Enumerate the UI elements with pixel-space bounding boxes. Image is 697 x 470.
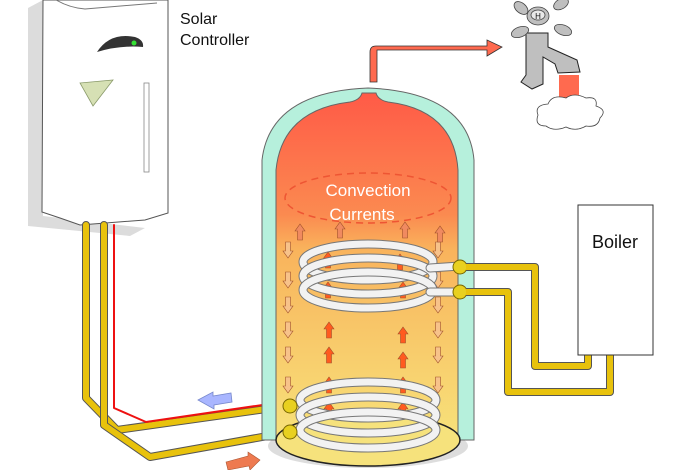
convection-label-1: Convection: [325, 181, 410, 200]
sinking-arrow: [282, 271, 294, 289]
hot-water-outlet-arrow: [369, 39, 503, 83]
display-icon: [97, 36, 144, 52]
controller-body: [41, 0, 169, 226]
lower-coil-inlet-fitting: [282, 398, 298, 414]
sinking-arrow: [282, 346, 294, 364]
solar-flow-pipe-outline: [82, 221, 292, 434]
convection-zone: [284, 172, 452, 224]
tap-foam: [536, 94, 604, 130]
sinking-arrow: [282, 241, 294, 259]
boiler: Boiler: [577, 204, 654, 356]
controller-shadow: [28, 0, 145, 236]
rising-arrow: [323, 346, 335, 364]
hot-water-tap[interactable]: H: [510, 0, 604, 130]
sinking-arrow: [432, 346, 444, 364]
tap-hot-mark: H: [535, 12, 541, 21]
cold-feed-arrow: [225, 451, 261, 470]
sensor-cable: [113, 224, 277, 423]
solar-controller-label-1: Solar: [180, 11, 218, 28]
convection-arrow: [399, 221, 411, 239]
down-button-icon[interactable]: [79, 79, 114, 107]
boiler-label: Boiler: [592, 232, 638, 252]
lower-solar-coil: [295, 377, 441, 453]
sinking-arrow: [432, 296, 444, 314]
rising-arrow: [323, 321, 335, 339]
upper-boiler-coil: [298, 239, 465, 313]
rising-arrow: [397, 326, 409, 344]
sinking-arrow: [282, 376, 294, 394]
solar-return-pipe: [101, 222, 293, 460]
upper-coil-inlet-fitting: [452, 259, 468, 275]
tank-water: [275, 92, 459, 441]
sinking-arrow: [282, 296, 294, 314]
convection-label-2: Currents: [329, 205, 394, 224]
hot-water-cylinder: Convection Currents: [261, 87, 475, 468]
cold-return-arrow: [197, 391, 233, 410]
status-led-icon: [131, 40, 137, 46]
tap-handle[interactable]: [510, 0, 573, 40]
sinking-arrow: [432, 376, 444, 394]
controller-top-edge: [55, 0, 158, 10]
solar-loop-arrows: [197, 391, 261, 470]
convection-arrow: [434, 225, 446, 243]
boiler-pipes: [466, 263, 614, 396]
tap-spout: [520, 32, 581, 90]
solar-controller: [28, 0, 169, 236]
convection-arrow: [334, 221, 346, 239]
solar-pipes: [82, 221, 294, 461]
lower-coil-outlet-fitting: [282, 424, 298, 440]
sinking-arrow: [282, 321, 294, 339]
solar-flow-pipe: [83, 222, 291, 433]
rising-arrow: [397, 351, 409, 369]
boiler-body: [577, 204, 654, 356]
sinking-arrow: [432, 241, 444, 259]
controller-slot: [143, 82, 150, 173]
solar-controller-label-2: Controller: [180, 32, 250, 49]
convection-arrow: [294, 223, 306, 241]
sinking-arrow: [432, 321, 444, 339]
upper-coil-outlet-fitting: [452, 284, 468, 300]
